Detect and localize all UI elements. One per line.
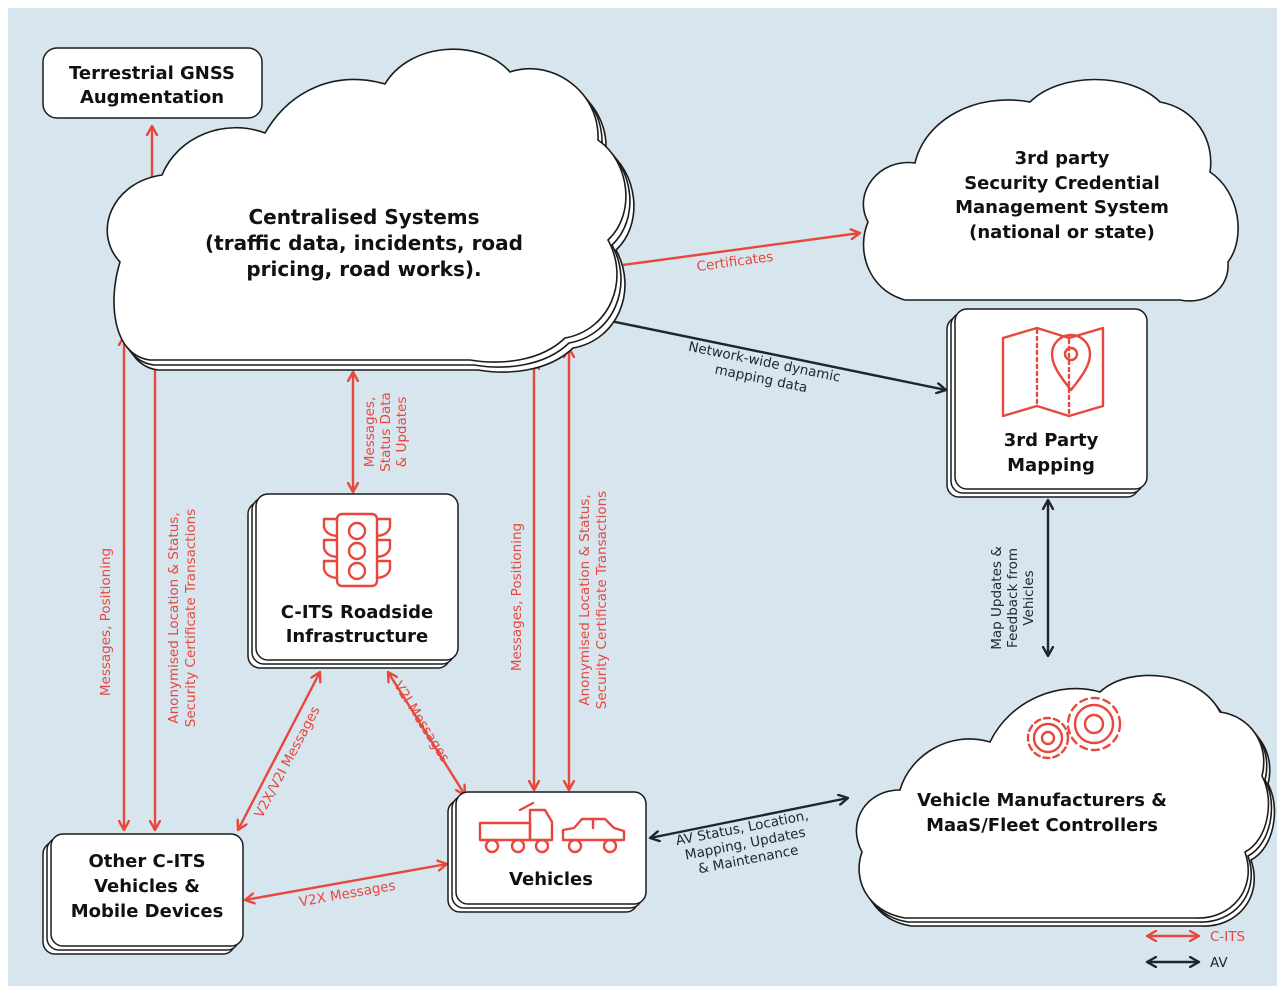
other-title-line1: Other C-ITS (88, 851, 205, 872)
vehicles-anon-label: Anonymised Location & Status, Security C… (577, 491, 610, 709)
av-status-arrow (650, 798, 848, 838)
roadside-title-line2: Infrastructure (286, 626, 429, 647)
vehicles-title: Vehicles (509, 869, 593, 890)
mapping-node: 3rd Party Mapping (946, 308, 1148, 498)
map-pin-icon (1001, 326, 1105, 418)
vehicles-node: Vehicles (447, 791, 647, 913)
manufacturers-title-line1: Vehicle Manufacturers & (917, 790, 1167, 811)
roadside-title-line1: C-ITS Roadside (281, 602, 434, 623)
roadside-updates-line3: & Updates (394, 397, 410, 468)
certificates-arrow (608, 233, 860, 267)
manufacturers-title-line2: MaaS/Fleet Controllers (926, 815, 1158, 836)
central-title-line1: Centralised Systems (248, 205, 479, 229)
map-updates-label: Map Updates & Feedback from Vehicles (989, 546, 1037, 650)
central-title-line2: (traffic data, incidents, road (205, 231, 523, 255)
security-title-line3: Management System (955, 197, 1169, 218)
vehicles-anon-line1: Anonymised Location & Status, (577, 494, 593, 705)
vehicles-anon-line2: Security Certificate Transactions (594, 491, 610, 709)
av-arrows (596, 318, 1048, 838)
map-updates-line1: Map Updates & (989, 546, 1005, 650)
other-anon-label: Anonymised Location & Status, Security C… (166, 509, 199, 727)
mapping-title-line2: Mapping (1007, 455, 1095, 476)
security-title-line1: 3rd party (1015, 148, 1110, 169)
other-title-line2: Vehicles & (94, 876, 200, 897)
other-devices-node: Other C-ITS Vehicles & Mobile Devices (42, 833, 244, 955)
roadside-updates-line1: Messages, (362, 397, 378, 468)
vehicles-positioning-label: Messages, Positioning (509, 523, 525, 671)
mapping-data-arrow (596, 318, 946, 390)
other-title-line3: Mobile Devices (71, 901, 224, 922)
other-anon-line1: Anonymised Location & Status, (166, 512, 182, 723)
gnss-node: Terrestrial GNSS Augmentation (42, 47, 263, 119)
centralised-systems-cloud: Centralised Systems (traffic data, incid… (106, 48, 635, 373)
v2x-arrow (245, 864, 447, 900)
gnss-title-line2: Augmentation (80, 87, 224, 108)
legend-av-label: AV (1210, 955, 1228, 971)
traffic-light-icon (322, 512, 392, 588)
manufacturers-cloud: Vehicle Manufacturers & MaaS/Fleet Contr… (855, 674, 1276, 927)
security-credential-cloud: 3rd party Security Credential Management… (862, 78, 1239, 302)
legend: C-ITS AV (1147, 929, 1245, 971)
mapping-title-line1: 3rd Party (1004, 430, 1099, 451)
map-updates-line3: Vehicles (1021, 570, 1037, 625)
other-anon-line2: Security Certificate Transactions (183, 509, 199, 727)
roadside-node: C-ITS Roadside Infrastructure (247, 493, 459, 669)
security-title-line4: (national or state) (969, 222, 1155, 243)
gnss-title-line1: Terrestrial GNSS (69, 63, 235, 84)
truck-and-car-icon (478, 801, 626, 854)
v2x-v2i-arrow (238, 672, 320, 830)
central-title-line3: pricing, road works). (246, 257, 481, 281)
roadside-updates-line2: Status Data (378, 392, 394, 472)
gears-icon (1026, 696, 1122, 760)
v2i-arrow (388, 672, 465, 795)
security-title-line2: Security Credential (964, 173, 1160, 194)
other-positioning-label: Messages, Positioning (98, 548, 114, 696)
c-its-arrows (124, 126, 860, 900)
roadside-updates-label: Messages, Status Data & Updates (362, 392, 410, 472)
map-updates-line2: Feedback from (1005, 548, 1021, 648)
legend-c-its-label: C-ITS (1210, 929, 1245, 945)
